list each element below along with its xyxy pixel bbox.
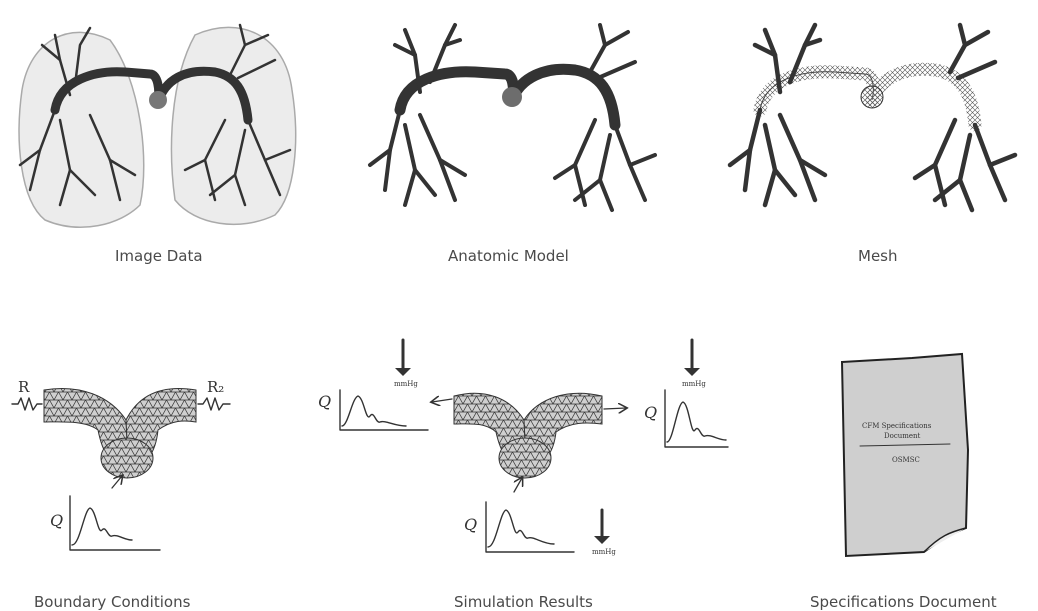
boundary-conditions-caption: Boundary Conditions: [34, 593, 190, 611]
specifications-document-caption: Specifications Document: [810, 593, 997, 611]
left-pressure-gauge-icon: [395, 340, 411, 376]
right-pressure-gauge-icon: [684, 340, 700, 376]
mesh-caption: Mesh: [858, 247, 898, 265]
mesh-panel: Mesh: [720, 0, 1038, 280]
lungs-illustration: [0, 0, 330, 240]
bottom-pressure-gauge-icon: [594, 510, 610, 544]
inflow-waveform-curve: [72, 508, 132, 545]
simulation-results-panel: mmHg Q mmHg Q Q mmHg Simulation: [310, 340, 730, 609]
anatomic-model-panel: Anatomic Model: [360, 0, 680, 280]
right-waveform-curve: [667, 402, 726, 442]
doc-subtitle: OSMSC: [892, 456, 920, 464]
simulation-results-caption: Simulation Results: [454, 593, 593, 611]
left-mmhg-label: mmHg: [394, 380, 418, 388]
boundary-vessel-illustration: R R₂ Q: [0, 360, 240, 560]
doc-title-line1: CFM Specifications: [862, 422, 932, 430]
image-data-panel: Image Data: [0, 0, 330, 280]
anatomic-model-caption: Anatomic Model: [448, 247, 569, 265]
svg-text:mmHg: mmHg: [592, 548, 616, 556]
right-resistance-label: R₂: [207, 378, 224, 396]
document-illustration: CFM Specifications Document OSMSC: [800, 350, 1038, 560]
right-resistor-icon: [198, 398, 230, 410]
bottom-waveform-curve: [488, 510, 554, 547]
doc-title-line2: Document: [884, 432, 921, 440]
simulation-illustration: mmHg Q mmHg Q Q mmHg: [310, 340, 730, 570]
left-resistor-icon: [12, 398, 42, 410]
left-resistance-label: R: [18, 378, 30, 396]
image-data-caption: Image Data: [115, 247, 203, 265]
svg-text:Q: Q: [464, 515, 477, 534]
svg-text:Q: Q: [318, 392, 331, 411]
mesh-illustration: [720, 0, 1038, 240]
specifications-document-panel: CFM Specifications Document OSMSC Specif…: [800, 350, 1038, 609]
inflow-q-label: Q: [50, 511, 63, 530]
anatomic-model-illustration: [360, 0, 680, 240]
svg-text:Q: Q: [644, 403, 657, 422]
boundary-conditions-panel: R R₂ Q Boundary Conditions: [0, 360, 240, 609]
left-waveform-curve: [342, 396, 406, 426]
svg-text:mmHg: mmHg: [682, 380, 706, 388]
